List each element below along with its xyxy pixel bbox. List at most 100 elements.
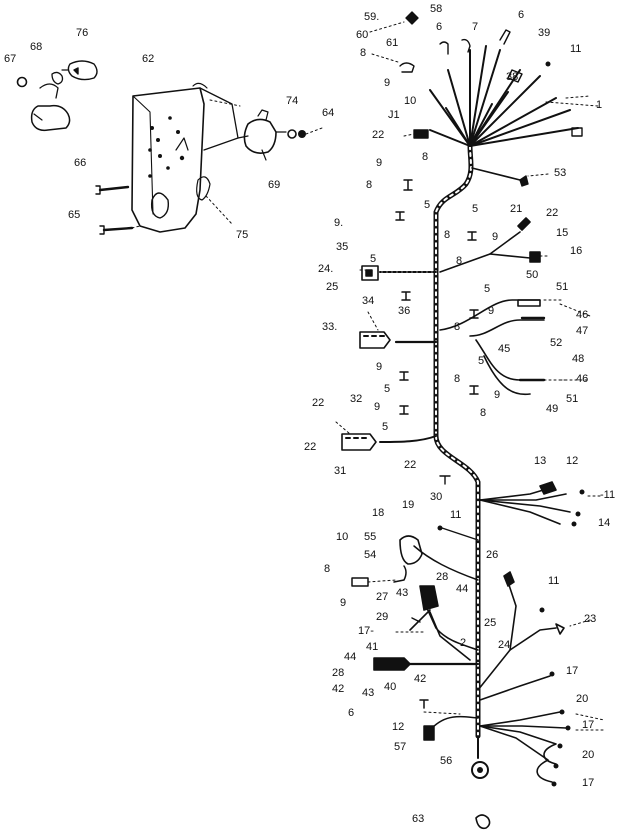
callout-2: 2 <box>460 637 467 649</box>
callout-13: 13 <box>534 455 547 467</box>
callout-22: 22 <box>546 207 559 219</box>
branch-53 <box>471 167 521 181</box>
callout-18: 18 <box>372 507 385 519</box>
right-branches-upper <box>439 217 567 396</box>
callout-9: 9 <box>340 597 347 609</box>
callout-17: 17- <box>358 625 374 637</box>
callout-60: 60 <box>356 29 369 41</box>
callout-33: 33. <box>322 321 338 333</box>
screw-66 <box>98 185 130 192</box>
callout-9: 9. <box>334 217 344 229</box>
callout-76: 76 <box>76 27 89 39</box>
callout-5: 5 <box>384 383 391 395</box>
callout-50: 50 <box>526 269 539 281</box>
callout-75: 75 <box>236 229 249 241</box>
callout-32: 32 <box>350 393 363 405</box>
callout-23: 23 <box>584 613 597 625</box>
lower-left-connectors <box>373 585 480 671</box>
lower-left-small-parts <box>419 699 479 741</box>
callout-42: 42 <box>414 673 427 685</box>
callout-14: 14 <box>598 517 611 529</box>
callout-26: 26 <box>486 549 499 561</box>
callout-43: 43 <box>396 587 409 599</box>
callout-47: 47 <box>576 325 589 337</box>
callout-20: 20 <box>582 749 595 761</box>
callout-5: 5 <box>370 253 377 265</box>
callout-8: 8 <box>360 47 367 59</box>
callout-35: 35 <box>336 241 349 253</box>
callout-44: 44 <box>456 583 469 595</box>
callout-24: 24 <box>498 639 511 651</box>
callout-66: 66 <box>74 157 87 169</box>
callout-10: 10 <box>336 531 349 543</box>
callout-27: 27 <box>376 591 389 603</box>
callout-11: 11 <box>570 43 582 55</box>
callout-9: 9 <box>492 231 499 243</box>
callout-38: 38 <box>506 71 519 83</box>
callout-42: 42 <box>332 683 345 695</box>
callout-8: 8 <box>324 563 331 575</box>
callout-8: 8 <box>366 179 373 191</box>
lower-right-branches <box>477 571 571 787</box>
callout-64: 64 <box>322 107 335 119</box>
callout-56: 56 <box>440 755 453 767</box>
callout-16: 16 <box>570 245 583 257</box>
callout-63: 63 <box>412 813 425 825</box>
callout-9: 9 <box>494 389 501 401</box>
callout-1: 1 <box>596 99 603 111</box>
callout-54: 54 <box>364 549 377 561</box>
callout-11: -11 <box>600 489 616 501</box>
callout-17: 17 <box>582 719 595 731</box>
callout-43: 43 <box>362 687 375 699</box>
callout-8: 8 <box>454 321 461 333</box>
callout-15: 15 <box>556 227 569 239</box>
callout-28: 28 <box>332 667 345 679</box>
callout-65: 65 <box>68 209 81 221</box>
callout-21: 21 <box>510 203 523 215</box>
callout-5: 5 <box>424 199 431 211</box>
callout-11: 11 <box>450 509 462 521</box>
callout-5: 5 <box>472 203 479 215</box>
callout-45: 45 <box>498 343 511 355</box>
callout-44: 44 <box>344 651 357 663</box>
knob <box>298 130 306 138</box>
top-fan-terminals <box>399 11 583 187</box>
callout-31: 31 <box>334 465 347 477</box>
callout-25: 25 <box>484 617 497 629</box>
callout-62: 62 <box>142 53 155 65</box>
nut <box>287 129 297 139</box>
callout-67: 67 <box>4 53 17 65</box>
callout-8: 8 <box>454 373 461 385</box>
callout-8: 8 <box>456 255 463 267</box>
callout-69: 69 <box>268 179 281 191</box>
callout-52: 52 <box>550 337 563 349</box>
callout-9: 9 <box>488 305 495 317</box>
callout-9: 9 <box>376 157 383 169</box>
callout-28: 28 <box>436 571 449 583</box>
callout-20: 20 <box>576 693 589 705</box>
relay <box>30 104 71 132</box>
callout-8: 8 <box>480 407 487 419</box>
callout-30: 30 <box>430 491 443 503</box>
callout-17: 17 <box>582 777 595 789</box>
bracket-assembly <box>16 60 323 235</box>
callout-68: 68 <box>30 41 43 53</box>
callout-55: 55 <box>364 531 377 543</box>
callout-5: 5 <box>484 283 491 295</box>
callout-6: 6 <box>518 9 525 21</box>
callout-29: 29 <box>376 611 389 623</box>
callout-9: 9 <box>384 77 391 89</box>
callout-12: 12 <box>566 455 579 467</box>
callout-5: 5 <box>478 355 485 367</box>
main-harness-trunk <box>433 143 491 830</box>
callout-24: 24. <box>318 263 334 275</box>
callout-22: 22 <box>312 397 325 409</box>
mounting-bracket-plate <box>131 87 205 233</box>
lower-left-assembly <box>351 525 479 587</box>
callout-74: 74 <box>286 95 299 107</box>
callout-57: 57 <box>394 741 407 753</box>
connector-56 <box>471 761 489 779</box>
screw-65 <box>102 226 134 232</box>
callout-11: 11 <box>548 575 560 587</box>
callout-36: 36 <box>398 305 411 317</box>
